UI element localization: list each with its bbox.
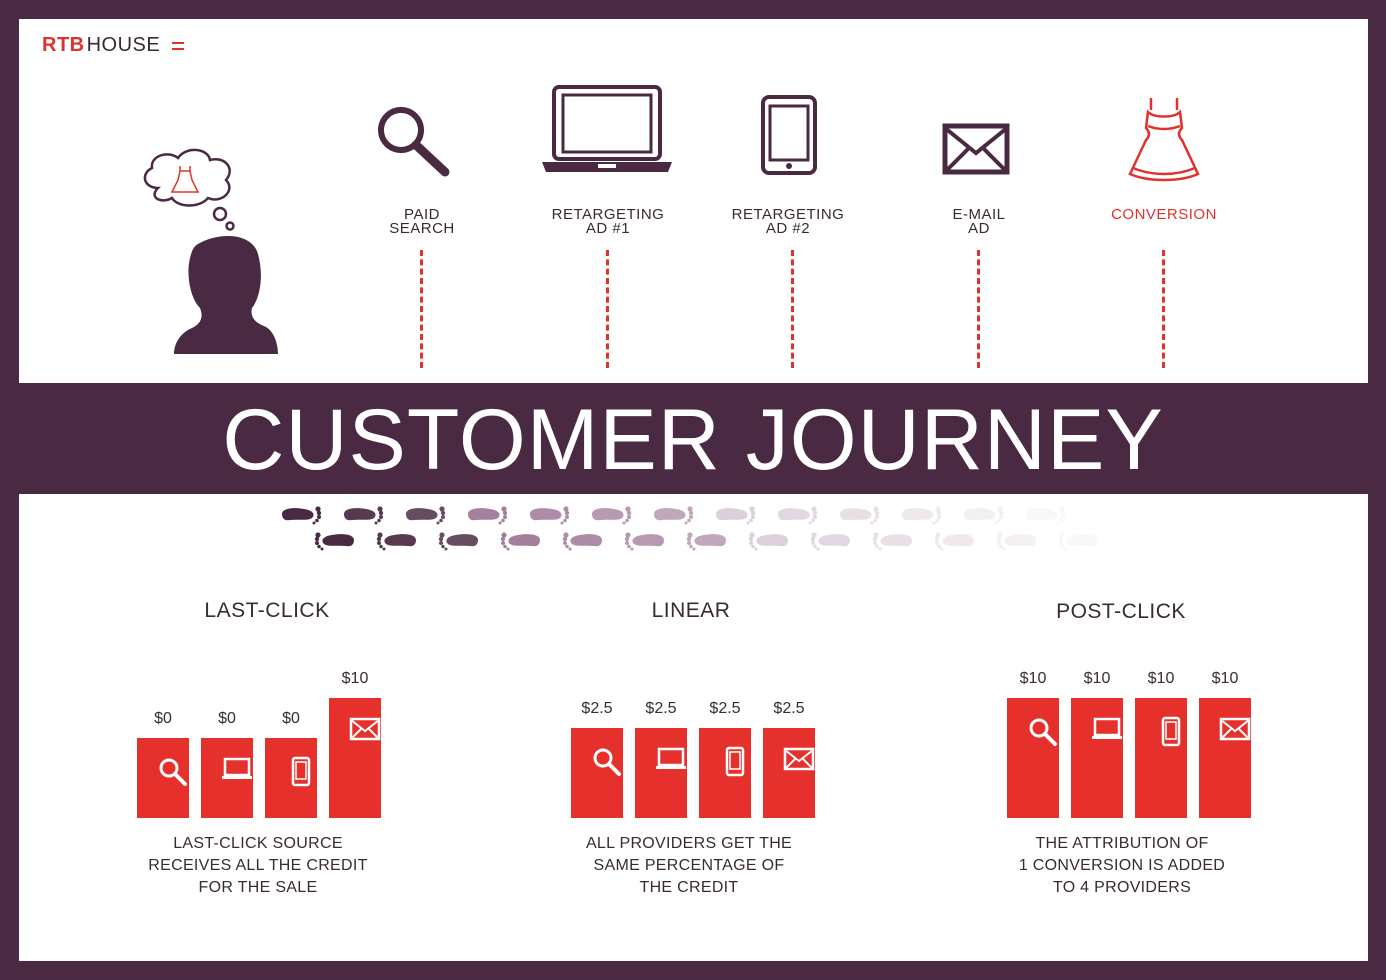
footprint-icon [686,532,726,551]
step-line: RETARGETING [731,206,845,223]
paid-search-icon [378,107,450,177]
bar-value-label: $10 [341,670,369,687]
logo-rtb: RTB [42,34,85,56]
footprint-icon [376,532,416,551]
step-line: SEARCH [389,220,455,237]
attribution-bar [699,728,751,818]
footprint-icon [438,532,478,551]
step-dash-line [1162,250,1165,368]
step-line: CONVERSION [1111,206,1217,223]
step-line: RETARGETING [551,206,665,223]
desc-line: TO 4 PROVIDERS [1052,879,1192,896]
footprint-icon [996,532,1036,551]
model-desc-linear: ALL PROVIDERS GET THE SAME PERCENTAGE OF… [539,833,839,899]
step-dash-line [977,250,980,368]
step-line: PAID [404,206,440,223]
step-line: AD [968,220,990,237]
footprints-trail-icon [282,506,1098,551]
desc-line: LAST-CLICK SOURCE [173,835,343,852]
desc-line: RECEIVES ALL THE CREDIT [148,857,368,874]
bar-value-label: $2.5 [773,700,805,717]
page-title: CUSTOMER JOURNEY [222,392,1164,488]
step-label-retargeting-2: RETARGETING AD #2 [688,206,888,237]
desc-line: THE CREDIT [639,879,739,896]
footprint-icon [810,532,850,551]
footprint-icon [314,532,354,551]
model-desc-post-click: THE ATTRIBUTION OF 1 CONVERSION IS ADDED… [972,833,1272,899]
desc-line: SAME PERCENTAGE OF [593,857,785,874]
attribution-bar [137,738,189,818]
footprint-icon [840,506,880,525]
attribution-bar [1199,698,1251,818]
footprint-icon [344,506,384,525]
desc-line: ALL PROVIDERS GET THE [585,835,793,852]
desc-line: THE ATTRIBUTION OF [1035,835,1209,852]
model-title-post-click: POST-CLICK [1056,600,1186,623]
step-label-conversion: CONVERSION [1064,206,1264,223]
footprint-icon [592,506,632,525]
rtb-house-logo[interactable]: RTB HOUSE [42,34,185,57]
step-label-retargeting-1: RETARGETING AD #1 [508,206,708,237]
bar-value-label: $2.5 [581,700,613,717]
attribution-bar [635,728,687,818]
step-dash-line [606,250,609,368]
step-dash-line [791,250,794,368]
bar-value-label: $10 [1147,670,1175,687]
footprint-icon [748,532,788,551]
attribution-bar [763,728,815,818]
model-desc-last-click: LAST-CLICK SOURCE RECEIVES ALL THE CREDI… [108,833,408,899]
footprint-icon [1058,532,1098,551]
step-line: AD #2 [765,220,811,237]
retargeting-laptop-icon [542,85,672,172]
bar-value-label: $0 [218,710,236,727]
footprint-icon [530,506,570,525]
attribution-bar [1135,698,1187,818]
footprint-icon [934,532,974,551]
email-envelope-icon [942,123,1010,175]
attribution-bar [265,738,317,818]
bar-value-label: $10 [1019,670,1047,687]
customer-silhouette-icon [143,148,278,354]
step-dash-line [420,250,423,368]
attribution-bar [571,728,623,818]
attribution-bar [1071,698,1123,818]
step-line: E-MAIL [952,206,1006,223]
footprint-icon [406,506,446,525]
footprint-icon [624,532,664,551]
bar-value-label: $0 [282,710,300,727]
footprint-icon [654,506,694,525]
retargeting-tablet-icon [761,95,817,175]
footprint-icon [716,506,756,525]
step-label-email-ad: E-MAIL AD [879,206,1079,237]
footprint-icon [964,506,1004,525]
step-label-paid-search: PAID SEARCH [322,206,522,237]
attribution-bar [1007,698,1059,818]
step-line: AD #1 [585,220,631,237]
desc-line: 1 CONVERSION IS ADDED [1018,857,1226,874]
footprint-icon [778,506,818,525]
logo-house: HOUSE [86,34,161,56]
footprint-icon [500,532,540,551]
attribution-bar [329,698,381,818]
attribution-bar [201,738,253,818]
bar-value-label: $2.5 [645,700,677,717]
menu-icon[interactable] [172,41,185,50]
bar-value-label: $0 [154,710,172,727]
footprint-icon [872,532,912,551]
desc-line: FOR THE SALE [198,879,318,896]
bar-value-label: $10 [1083,670,1111,687]
model-title-last-click: LAST-CLICK [204,599,330,622]
bar-value-label: $2.5 [709,700,741,717]
footprint-icon [282,506,322,525]
bar-value-label: $10 [1211,670,1239,687]
footprint-icon [1026,506,1066,525]
footprint-icon [902,506,942,525]
model-title-linear: LINEAR [651,599,731,622]
footprint-icon [562,532,602,551]
footprint-icon [468,506,508,525]
conversion-dress-icon [1128,98,1200,182]
